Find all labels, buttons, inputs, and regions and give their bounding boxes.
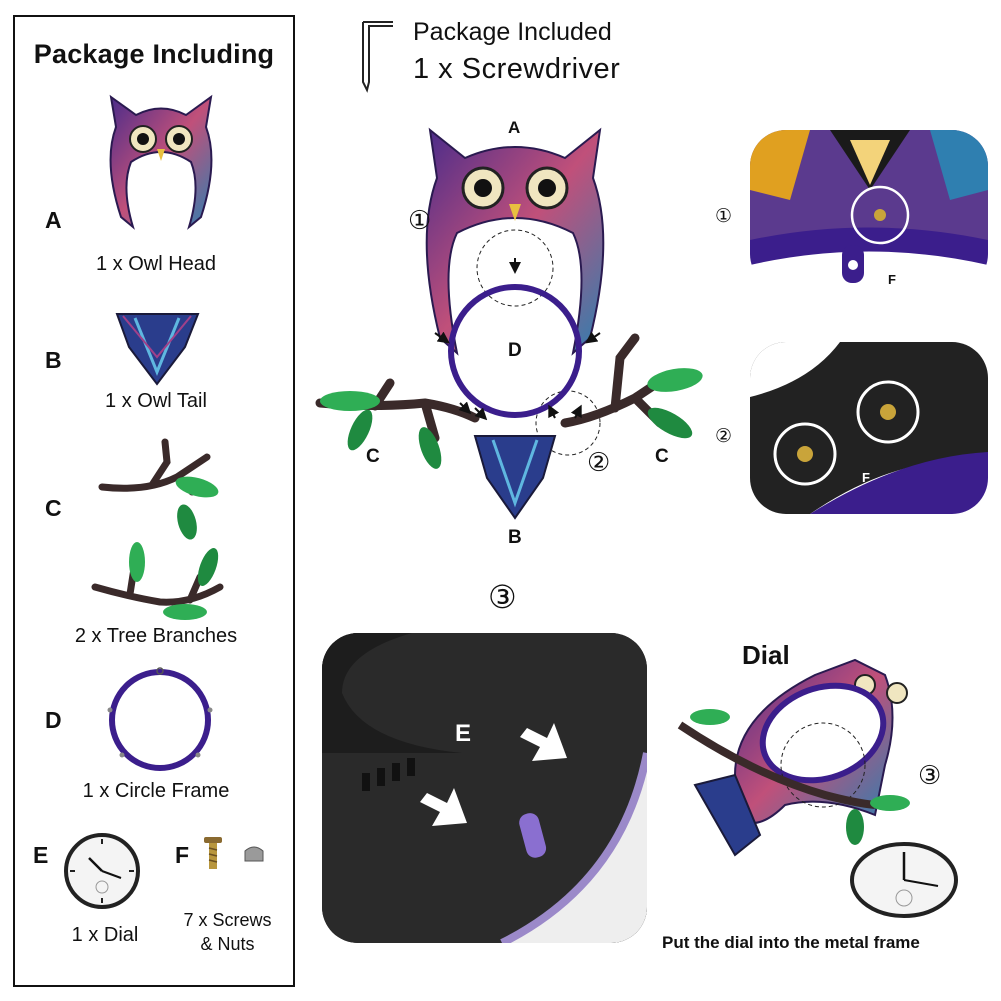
screwdriver-icon: [362, 21, 393, 93]
item-letter-a: A: [45, 207, 62, 233]
screw-nut-icon: [204, 837, 264, 869]
assembly-label-a: A: [508, 118, 521, 137]
assembly-label-c-right: C: [655, 446, 669, 467]
package-contents-panel: Package Including A 1 x Owl Head B 1 x O…: [13, 15, 295, 987]
tree-branch-icon: [91, 542, 224, 620]
detail-1-photo: [750, 130, 988, 290]
item-caption-e: 1 x Dial: [71, 924, 139, 946]
owl-head-icon: [109, 94, 213, 230]
assembly-label-b: B: [508, 527, 522, 548]
detail-2-label-f: F: [862, 470, 870, 485]
assembly-step-2: ②: [587, 447, 611, 477]
step-3-label-e: E: [455, 720, 472, 747]
dial-title: Dial: [742, 640, 790, 670]
assembly-label-d: D: [508, 340, 522, 361]
item-caption-b: 1 x Owl Tail: [105, 390, 207, 412]
item-caption-d: 1 x Circle Frame: [82, 780, 230, 802]
detail-1-step: ①: [715, 206, 733, 227]
detail-2-photo: [750, 342, 988, 514]
circle-frame-icon: [107, 667, 213, 771]
dial-step: ③: [918, 760, 942, 790]
item-caption-f-line2: & Nuts: [200, 934, 255, 954]
item-letter-b: B: [45, 347, 62, 373]
panel-title: Package Including: [33, 39, 275, 69]
item-caption-f-line1: 7 x Screws: [183, 910, 272, 930]
assembly-step-1: ①: [408, 205, 432, 235]
item-letter-f: F: [175, 842, 190, 868]
item-letter-c: C: [45, 495, 62, 521]
dial-assembly-illustration: [677, 658, 910, 857]
header-line2: 1 x Screwdriver: [413, 53, 621, 85]
assembly-label-c-left: C: [366, 446, 380, 467]
assembly-diagram: [315, 127, 703, 520]
item-letter-d: D: [45, 707, 62, 733]
tree-branch-icon: [98, 438, 219, 540]
item-caption-c: 2 x Tree Branches: [74, 625, 238, 647]
clock-dial-icon: [64, 833, 140, 909]
dial-caption: Put the dial into the metal frame: [662, 933, 920, 952]
item-caption-a: 1 x Owl Head: [95, 253, 217, 275]
header-line1: Package Included: [413, 18, 612, 46]
clock-dial-icon: [850, 842, 958, 918]
owl-tail-icon: [115, 313, 200, 386]
step-3-photo: [322, 633, 647, 943]
step-3-marker: ③: [488, 579, 517, 615]
detail-2-step: ②: [715, 426, 733, 447]
item-letter-e: E: [33, 842, 49, 868]
detail-1-label-f: F: [888, 272, 896, 287]
